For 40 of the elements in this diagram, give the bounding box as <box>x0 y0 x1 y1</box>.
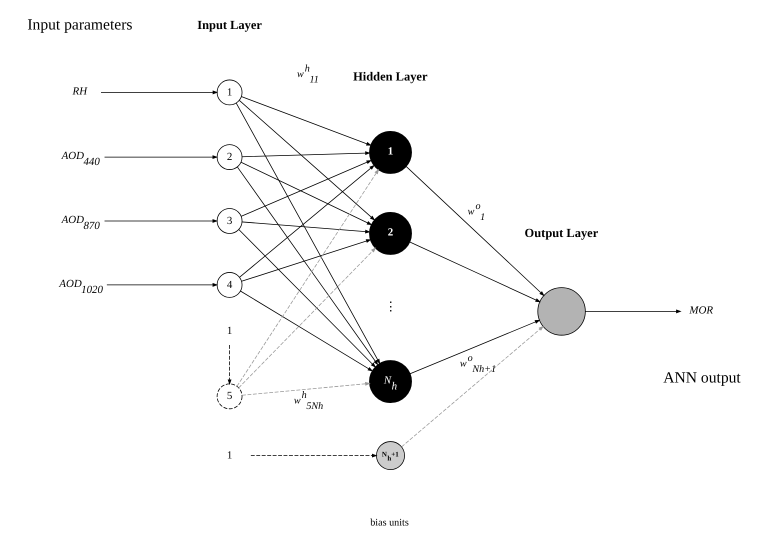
label: Input Layer <box>196 18 262 32</box>
arrow <box>241 222 370 234</box>
arrow <box>235 102 380 364</box>
arrow <box>400 326 544 448</box>
arrow <box>238 229 376 368</box>
label: Hidden Layer <box>352 70 427 84</box>
node-circle: 3 <box>216 208 242 234</box>
arrow <box>238 100 375 221</box>
arrow <box>227 344 231 385</box>
arrow <box>240 160 372 217</box>
node-circle: 4 <box>216 272 242 298</box>
node-text: MOR <box>688 304 713 317</box>
arrow <box>238 247 376 388</box>
arrow <box>104 155 218 160</box>
arrow <box>240 162 372 226</box>
arrow <box>584 310 682 314</box>
node-circle: 5 <box>216 384 242 410</box>
arrow <box>104 219 218 223</box>
arrow <box>409 242 540 302</box>
label: Input parameters <box>26 16 132 34</box>
arrow <box>241 382 370 396</box>
arrow <box>240 239 371 282</box>
node-circle: 1 <box>216 80 242 106</box>
arrow <box>409 320 540 374</box>
arrow <box>106 283 218 287</box>
arrow <box>100 90 218 94</box>
label: Output Layer <box>524 226 598 240</box>
label: ⋮ <box>384 299 396 314</box>
label: bias units <box>370 517 408 528</box>
label: ANN output <box>662 369 740 386</box>
node-text: 1 <box>226 324 232 337</box>
arrow <box>240 290 373 372</box>
node-text: RH <box>72 86 87 98</box>
arrow <box>238 164 374 278</box>
arrow <box>250 454 377 458</box>
node-circle: 2 <box>216 144 242 170</box>
arrow <box>241 151 370 158</box>
arrow <box>240 96 372 146</box>
arrow <box>405 166 544 296</box>
node-text: 1 <box>226 449 232 462</box>
